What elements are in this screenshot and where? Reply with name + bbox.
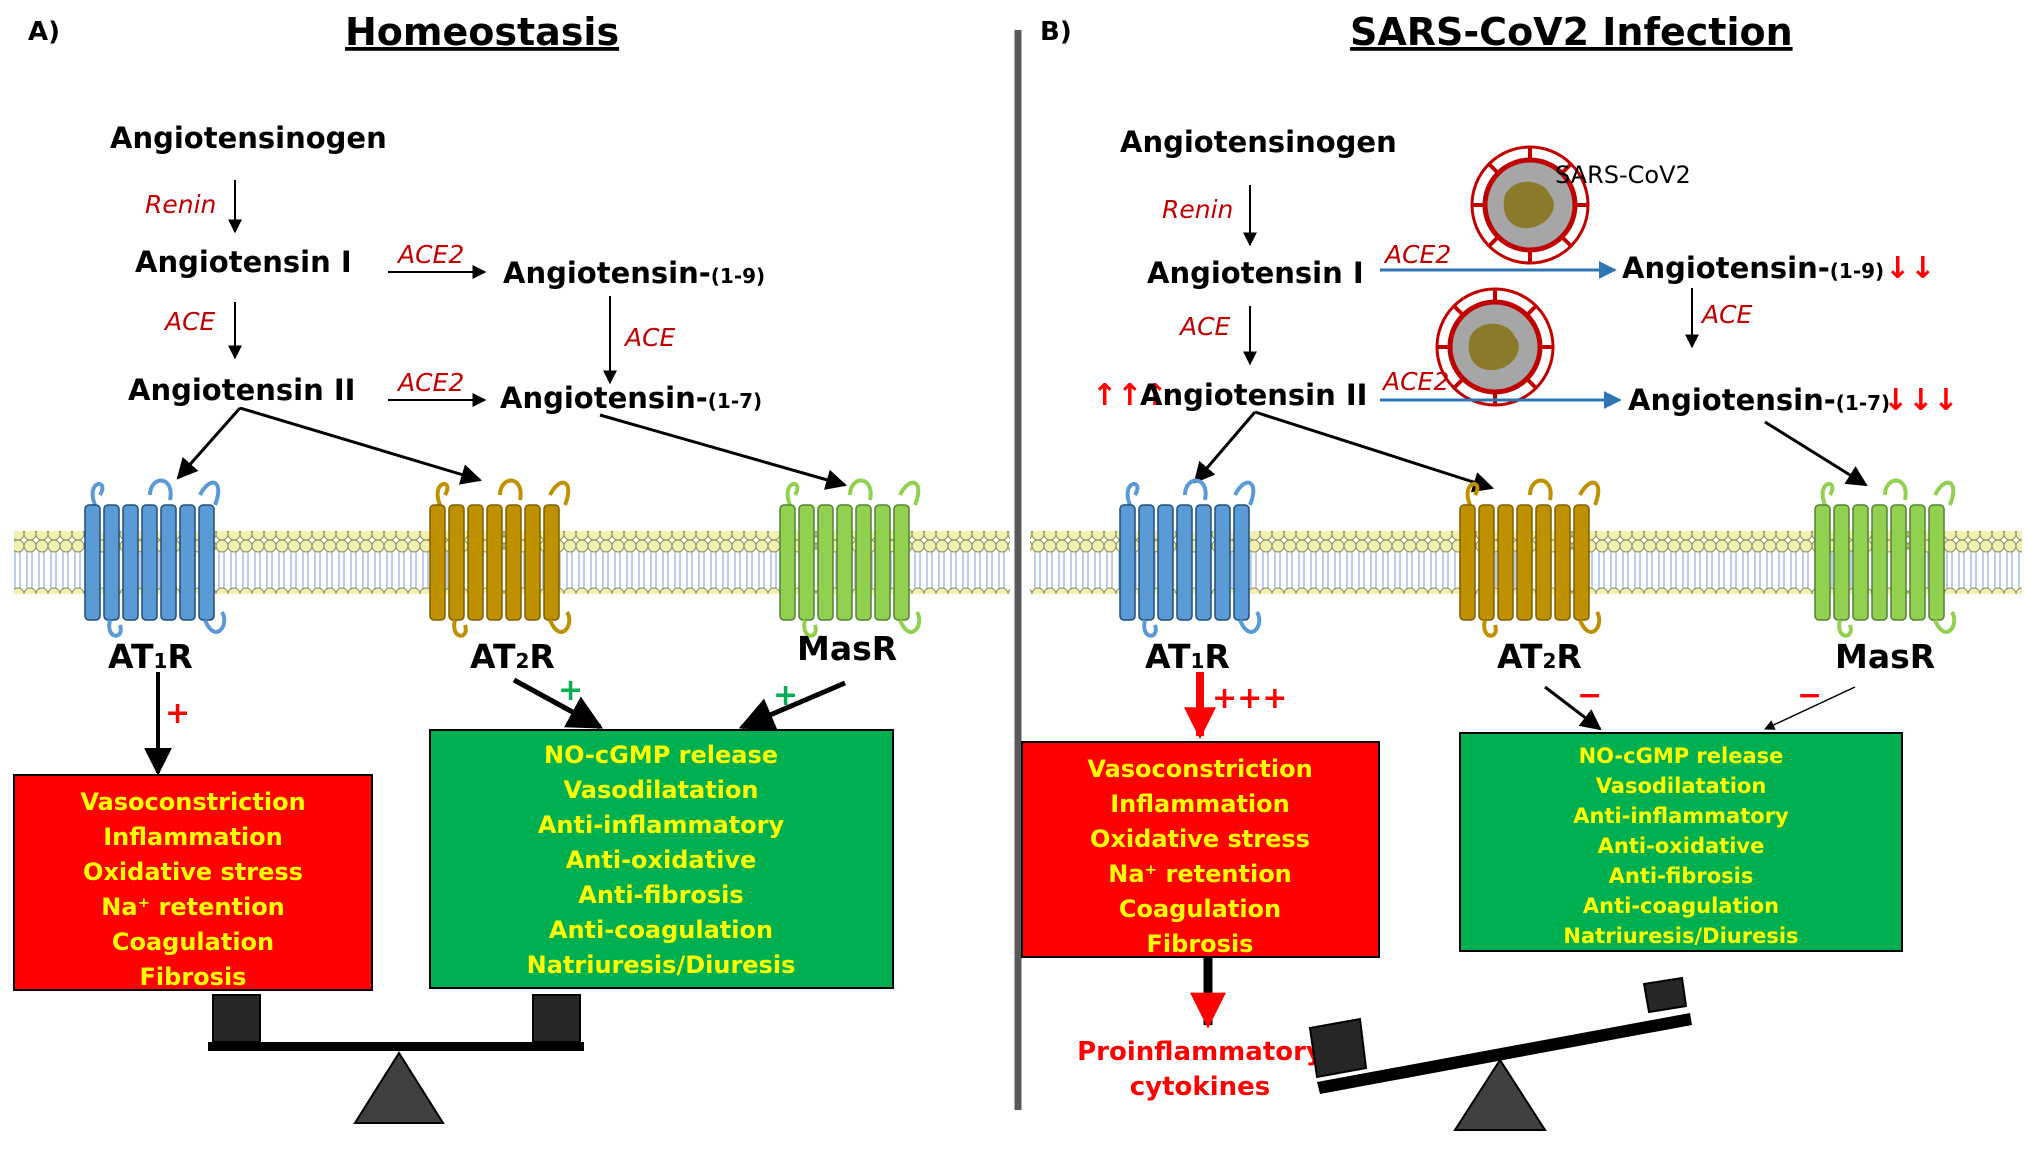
a-at2r-label: AT2R — [470, 637, 555, 676]
a-green-item-2: Anti-inflammatory — [538, 811, 785, 839]
b-angiotensinogen: Angiotensinogen — [1120, 125, 1397, 159]
b-sign-at2r: − — [1577, 678, 1602, 713]
b-renin-label: Renin — [1162, 195, 1233, 224]
a-masr-label: MasR — [797, 629, 897, 668]
b-virus-label: SARS-CoV2 — [1555, 161, 1691, 189]
a-at1r-receptor — [84, 478, 227, 638]
b-sign-at1r: +++ — [1212, 681, 1287, 716]
b-red-item-4: Coagulation — [1119, 895, 1281, 923]
b-red-item-1: Inflammation — [1110, 790, 1289, 818]
b-angiotensin-1-7: Angiotensin-(1-7) — [1628, 383, 1890, 417]
a-at1r-label: AT1R — [108, 637, 193, 676]
b-red-item-3: Na⁺ retention — [1108, 860, 1292, 888]
a-sign-at1r: + — [165, 696, 190, 731]
a-arrow-at2r-down — [512, 677, 604, 730]
a-arrow-to-at2r — [239, 406, 483, 485]
b-red-item-5: Fibrosis — [1147, 930, 1254, 958]
b-green-item-2: Anti-inflammatory — [1573, 804, 1789, 828]
b-at2r-label: AT2R — [1497, 637, 1582, 676]
b-ang2-up-arrows: ↑↑↑ — [1092, 378, 1167, 413]
b-at1r-receptor — [1119, 478, 1262, 638]
b-green-effects-box — [1459, 732, 1903, 952]
b-red-item-0: Vasoconstriction — [1087, 755, 1312, 783]
b-green-item-5: Anti-coagulation — [1583, 894, 1779, 918]
b-at2r-receptor — [1459, 478, 1602, 638]
a-arrow-masr-down — [738, 680, 846, 731]
a-renin-label: Renin — [145, 190, 216, 219]
b-angiotensin-2: Angiotensin II — [1140, 378, 1367, 412]
b-angiotensin-1: Angiotensin I — [1147, 256, 1364, 290]
panel-b-title: SARS-CoV2 Infection — [1350, 10, 1793, 54]
a-red-item-5: Fibrosis — [140, 963, 247, 991]
b-arrow-to-masr — [1764, 420, 1868, 487]
b-ang17-down-arrows: ↓↓↓ — [1883, 383, 1958, 418]
a-ace2-top-label: ACE2 — [396, 240, 464, 269]
b-ace2-bottom-label: ACE2 — [1381, 367, 1449, 396]
b-cytokines-line-0: Proinflammatory — [1077, 1037, 1323, 1067]
a-red-item-0: Vasoconstriction — [80, 788, 305, 816]
a-green-item-0: NO-cGMP release — [544, 741, 778, 769]
a-green-item-4: Anti-fibrosis — [578, 881, 743, 909]
a-ace-right-label: ACE — [623, 323, 676, 352]
b-cytokines-line-1: cytokines — [1130, 1072, 1270, 1102]
a-green-item-6: Natriuresis/Diuresis — [527, 951, 796, 979]
a-green-item-1: Vasodilatation — [564, 776, 759, 804]
panel-a-title: Homeostasis — [345, 10, 619, 54]
a-red-item-4: Coagulation — [112, 928, 274, 956]
a-angiotensin-1: Angiotensin I — [135, 245, 352, 279]
b-ang19-down-arrows: ↓↓ — [1885, 251, 1935, 286]
a-ace-label: ACE — [163, 307, 216, 336]
a-green-item-3: Anti-oxidative — [566, 846, 757, 874]
b-angiotensin-1-9: Angiotensin-(1-9) — [1622, 251, 1884, 285]
a-green-item-5: Anti-coagulation — [549, 916, 773, 944]
b-green-item-0: NO-cGMP release — [1579, 744, 1784, 768]
a-angiotensin-1-9: Angiotensin-(1-9) — [503, 256, 765, 290]
b-ace2-top-label: ACE2 — [1383, 240, 1451, 269]
b-arrow-masr-down — [1764, 686, 1856, 730]
b-at1r-label: AT1R — [1145, 637, 1230, 676]
a-arrow-to-masr — [599, 413, 848, 490]
a-angiotensin-2: Angiotensin II — [128, 373, 355, 407]
b-balance-scale-tilted — [1308, 976, 1692, 1131]
b-virus-bottom-icon — [1435, 287, 1555, 407]
a-angiotensin-1-7: Angiotensin-(1-7) — [500, 381, 762, 415]
b-ace-right-label: ACE — [1700, 300, 1753, 329]
b-masr-receptor — [1814, 478, 1957, 638]
a-red-item-3: Na⁺ retention — [101, 893, 285, 921]
b-virus-top-icon — [1470, 145, 1590, 265]
a-red-effects-box — [13, 774, 373, 991]
b-green-item-4: Anti-fibrosis — [1609, 864, 1754, 888]
a-green-effects-box — [429, 729, 894, 989]
b-red-item-2: Oxidative stress — [1090, 825, 1310, 853]
a-masr-receptor — [779, 478, 922, 638]
b-arrow-to-at2r — [1254, 410, 1494, 493]
panel-b: B) SARS-CoV2 Infection Angiotensinogen R… — [1021, 10, 2022, 1131]
b-sign-masr: − — [1797, 678, 1822, 713]
a-balance-scale — [208, 994, 584, 1124]
a-angiotensinogen: Angiotensinogen — [110, 121, 387, 155]
a-red-item-1: Inflammation — [103, 823, 282, 851]
b-masr-label: MasR — [1835, 637, 1935, 676]
b-green-item-6: Natriuresis/Diuresis — [1563, 924, 1798, 948]
b-red-effects-box — [1021, 741, 1380, 958]
b-green-item-1: Vasodilatation — [1596, 774, 1767, 798]
a-red-item-2: Oxidative stress — [83, 858, 303, 886]
b-green-item-3: Anti-oxidative — [1598, 834, 1765, 858]
a-ace2-bottom-label: ACE2 — [396, 368, 464, 397]
a-sign-masr: + — [773, 678, 798, 713]
a-sign-at2r: + — [558, 673, 583, 708]
panel-b-label: B) — [1040, 17, 1072, 47]
panel-a: A) Homeostasis Angiotensinogen Renin Ang… — [13, 10, 1010, 1124]
b-ace-label: ACE — [1178, 312, 1231, 341]
a-arrow-to-at1r — [176, 407, 242, 480]
b-arrow-at2r-down — [1544, 685, 1602, 731]
panel-a-label: A) — [28, 17, 60, 47]
a-at2r-receptor — [429, 478, 572, 638]
b-arrow-to-at1r — [1193, 411, 1257, 484]
